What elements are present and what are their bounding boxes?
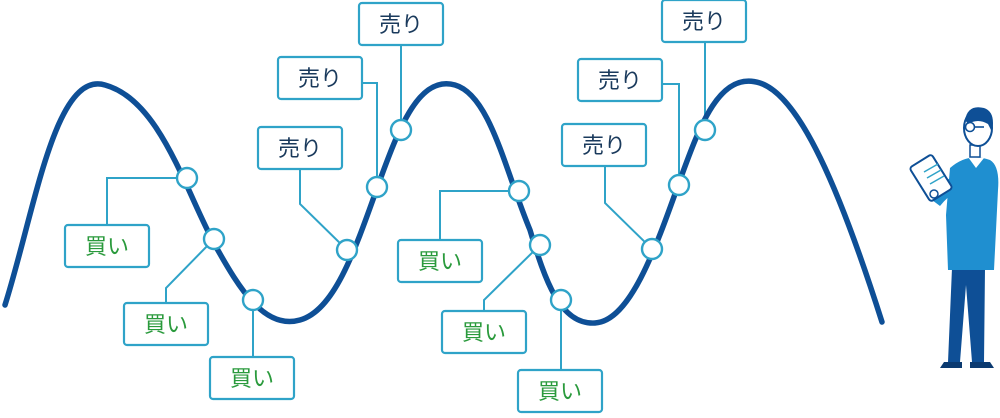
price-wave-curve bbox=[2, 78, 885, 326]
sell-signal-point bbox=[365, 175, 389, 199]
buy-connector-line bbox=[106, 177, 187, 225]
buy-connector-line bbox=[483, 244, 541, 311]
buy-label-text: 買い bbox=[418, 250, 462, 275]
sell-label-box bbox=[276, 55, 364, 101]
buy-label: 買い bbox=[122, 301, 210, 347]
sell-signal-point bbox=[335, 238, 359, 262]
buy-signal-point bbox=[175, 166, 199, 190]
sell-signal-point bbox=[693, 118, 717, 142]
sell-label-text: 売り bbox=[682, 10, 726, 35]
buy-label-box bbox=[63, 223, 151, 269]
buy-signal-point bbox=[528, 233, 552, 257]
buy-label: 買い bbox=[208, 355, 296, 401]
sell-label-text: 売り bbox=[298, 67, 342, 92]
buy-label-text: 買い bbox=[538, 380, 582, 405]
buy-connector-line bbox=[439, 190, 519, 240]
buy-signal-point bbox=[241, 288, 265, 312]
sell-label: 売り bbox=[256, 125, 344, 171]
sell-label: 売り bbox=[357, 1, 445, 47]
buy-signal-point bbox=[202, 227, 226, 251]
sell-signal-point bbox=[640, 237, 664, 261]
sell-connector-line bbox=[662, 83, 680, 185]
sell-label: 売り bbox=[560, 122, 648, 168]
buy-signal-point bbox=[507, 179, 531, 203]
sell-label-box bbox=[357, 1, 445, 47]
sell-label-box bbox=[256, 125, 344, 171]
buy-label-text: 買い bbox=[462, 321, 506, 346]
sell-label-text: 売り bbox=[582, 134, 626, 159]
sell-label: 売り bbox=[660, 0, 748, 44]
sell-label-text: 売り bbox=[598, 69, 642, 94]
buy-label-box bbox=[396, 238, 484, 284]
buy-label-text: 買い bbox=[144, 313, 188, 338]
buy-label: 買い bbox=[516, 368, 604, 414]
sell-signal-point bbox=[667, 173, 691, 197]
buy-label-text: 買い bbox=[230, 367, 274, 392]
sell-label-text: 売り bbox=[278, 137, 322, 162]
sell-label-box bbox=[660, 0, 748, 44]
buy-label-box bbox=[122, 301, 210, 347]
buy-label-box bbox=[440, 309, 528, 355]
businessman-with-tablet-icon bbox=[909, 107, 999, 368]
sell-connector-line bbox=[362, 82, 378, 187]
sell-label-box bbox=[576, 57, 664, 103]
sell-label: 売り bbox=[276, 55, 364, 101]
buy-label: 買い bbox=[440, 309, 528, 355]
sell-connector-line bbox=[604, 166, 653, 250]
buy-label: 買い bbox=[396, 238, 484, 284]
buy-label-text: 買い bbox=[85, 235, 129, 260]
buy-label: 買い bbox=[63, 223, 151, 269]
buy-connector-line bbox=[165, 238, 215, 303]
sell-label: 売り bbox=[576, 57, 664, 103]
buy-signal-point bbox=[549, 288, 573, 312]
signal-points bbox=[175, 118, 717, 312]
buy-label-box bbox=[208, 355, 296, 401]
sell-signal-point bbox=[389, 118, 413, 142]
sell-label-box bbox=[560, 122, 648, 168]
sell-connector-line bbox=[299, 169, 348, 251]
buy-label-box bbox=[516, 368, 604, 414]
sell-label-text: 売り bbox=[379, 13, 423, 38]
